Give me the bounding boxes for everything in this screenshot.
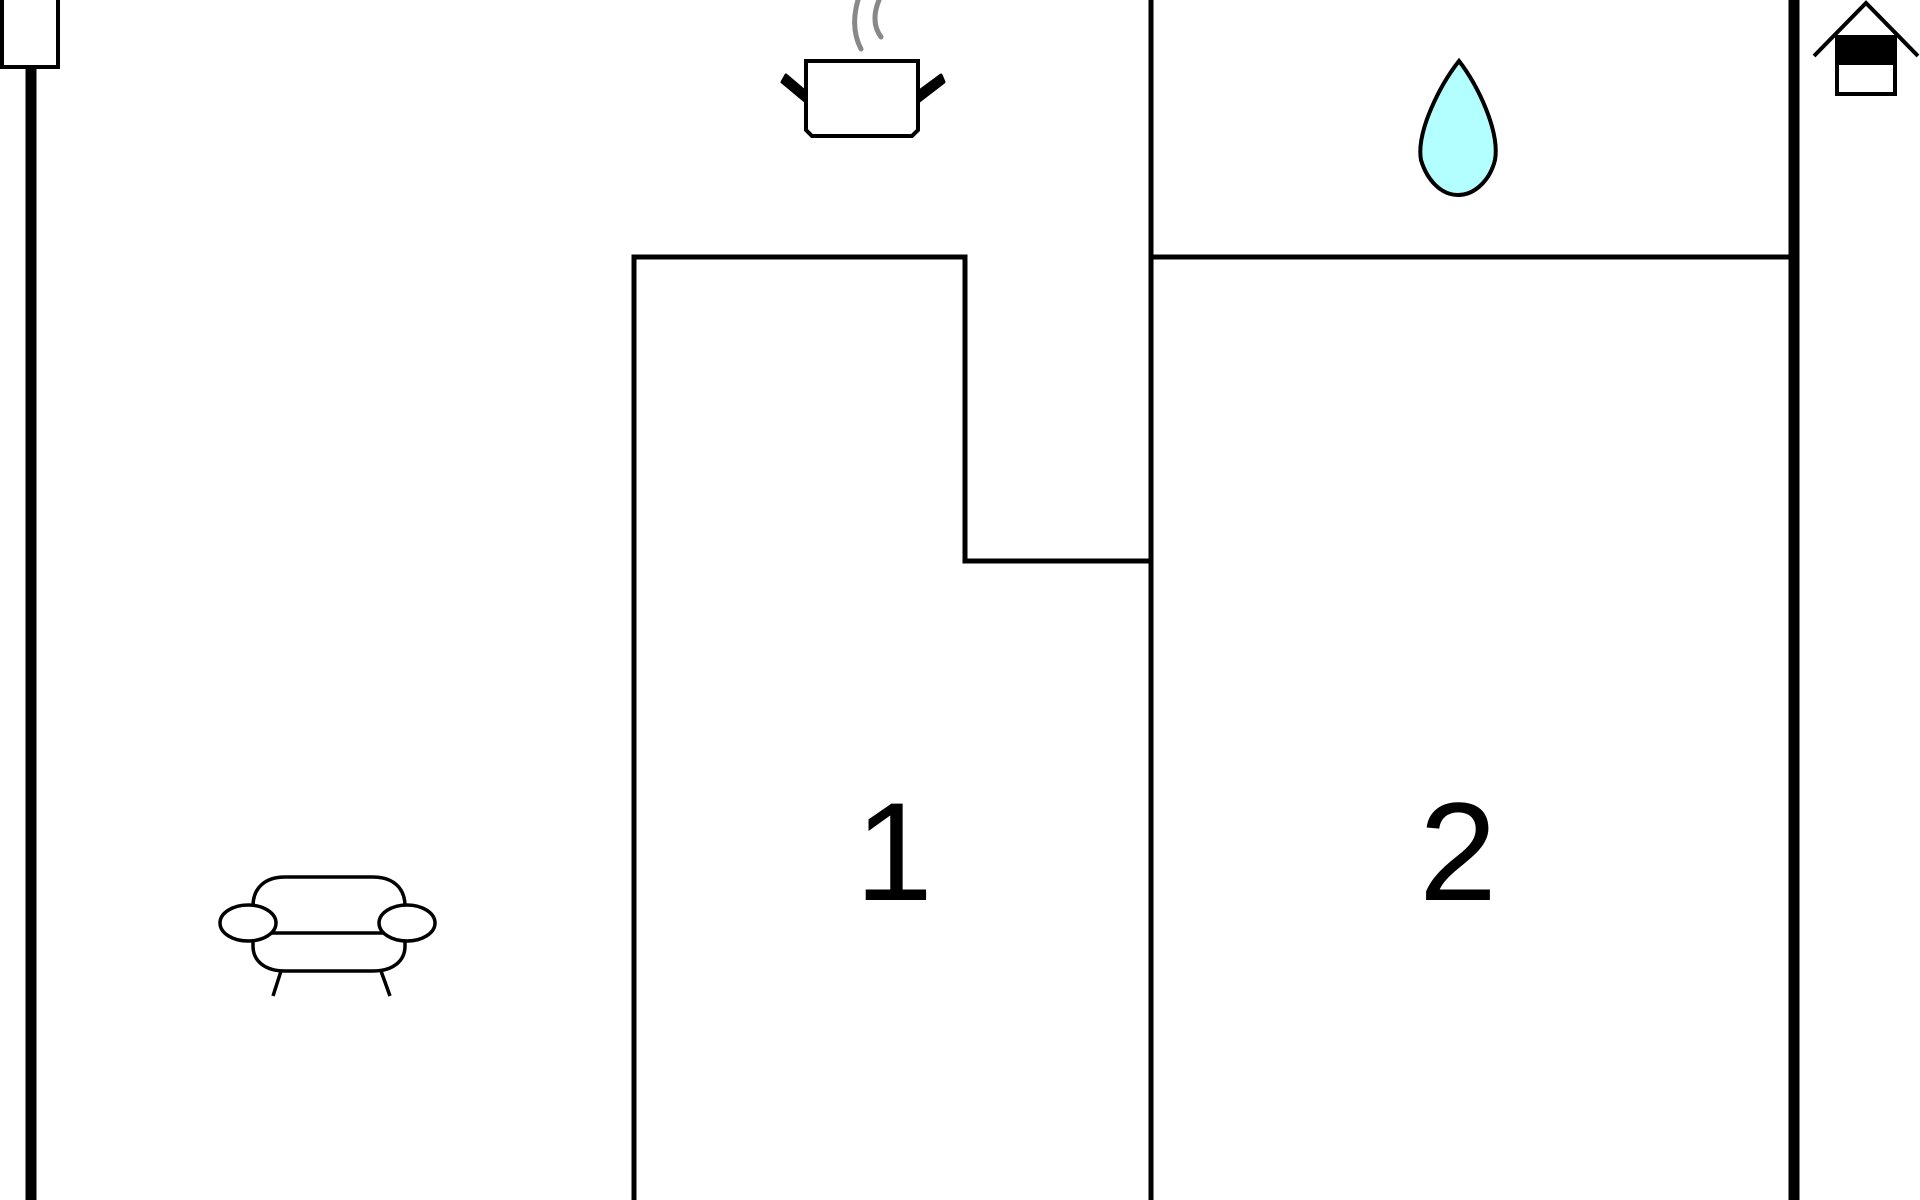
pot-handle-left — [780, 73, 807, 104]
steam-line-left — [852, 0, 864, 52]
sofa-armrest-right — [377, 903, 437, 943]
pot-handle-right — [917, 73, 946, 104]
room-number-2: 2 — [1419, 773, 1497, 930]
wall-room-1 — [631, 254, 1151, 1200]
sofa-back — [251, 875, 407, 973]
steam-line-right — [872, 0, 884, 40]
sofa-armrest-left — [218, 903, 278, 943]
house-icon — [1812, 0, 1920, 96]
water-drop-icon — [1418, 57, 1498, 198]
sofa-leg-left — [271, 970, 283, 997]
sofa-leg-right — [379, 970, 392, 997]
walls — [25, 0, 1800, 1200]
pot-body — [804, 59, 920, 138]
house-door-band — [1837, 37, 1895, 65]
sofa-icon — [218, 875, 437, 997]
cooking-pot-icon — [780, 0, 946, 138]
top-left-fixture — [0, 0, 60, 69]
room-number-1: 1 — [855, 773, 933, 930]
house-roof — [1812, 0, 1920, 58]
